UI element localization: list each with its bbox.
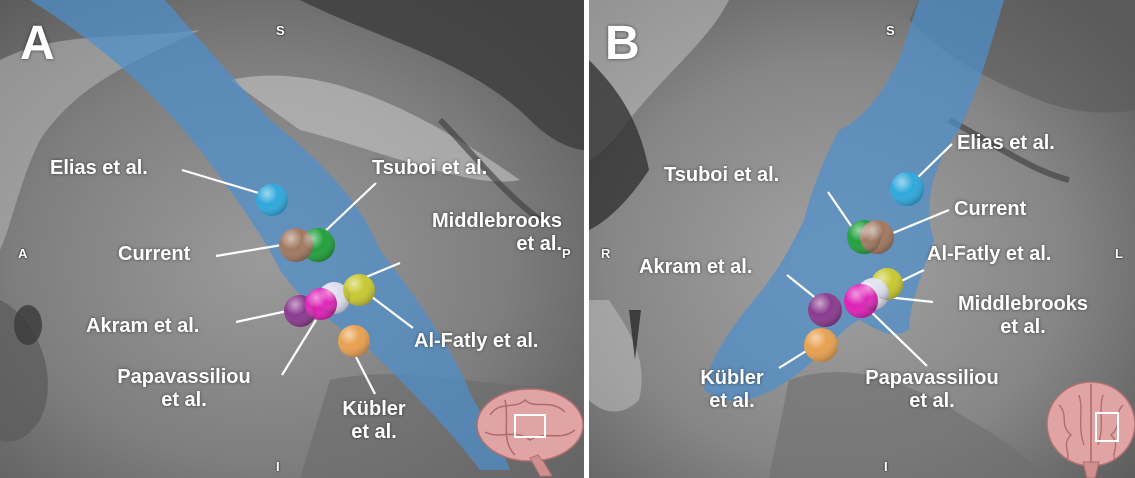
orientation-right: R	[601, 247, 610, 260]
label-current: Current	[118, 243, 190, 266]
label-papavassiliou: Papavassiliou et al.	[96, 366, 272, 412]
panel-b: B S R L I Elias et al. Tsuboi et al. Cur…	[589, 0, 1135, 478]
orientation-anterior: A	[18, 247, 27, 260]
label-elias: Elias et al.	[957, 132, 1055, 155]
orientation-left: L	[1115, 247, 1123, 260]
orientation-posterior: P	[562, 247, 571, 260]
orientation-inferior: I	[276, 460, 280, 473]
label-elias: Elias et al.	[50, 157, 148, 180]
orientation-superior: S	[886, 24, 895, 37]
label-current: Current	[954, 198, 1026, 221]
label-kubler: Kübler et al.	[689, 367, 775, 413]
label-al-fatly: Al-Fatly et al.	[414, 330, 538, 353]
label-middlebrooks: Middlebrooks et al.	[935, 293, 1111, 339]
orientation-inferior: I	[884, 460, 888, 473]
label-tsuboi: Tsuboi et al.	[664, 164, 779, 187]
label-tsuboi: Tsuboi et al.	[372, 157, 487, 180]
label-akram: Akram et al.	[86, 315, 199, 338]
label-al-fatly: Al-Fatly et al.	[927, 243, 1051, 266]
label-akram: Akram et al.	[639, 256, 752, 279]
label-middlebrooks: Middlebrooks et al.	[390, 210, 562, 256]
label-papavassiliou: Papavassiliou et al.	[844, 367, 1020, 413]
label-kubler: Kübler et al.	[334, 398, 414, 444]
orientation-superior: S	[276, 24, 285, 37]
panel-a: A S A P I Elias et al. Tsuboi et al. Cur…	[0, 0, 584, 478]
panel-letter: A	[20, 20, 55, 68]
panel-letter: B	[605, 20, 640, 68]
